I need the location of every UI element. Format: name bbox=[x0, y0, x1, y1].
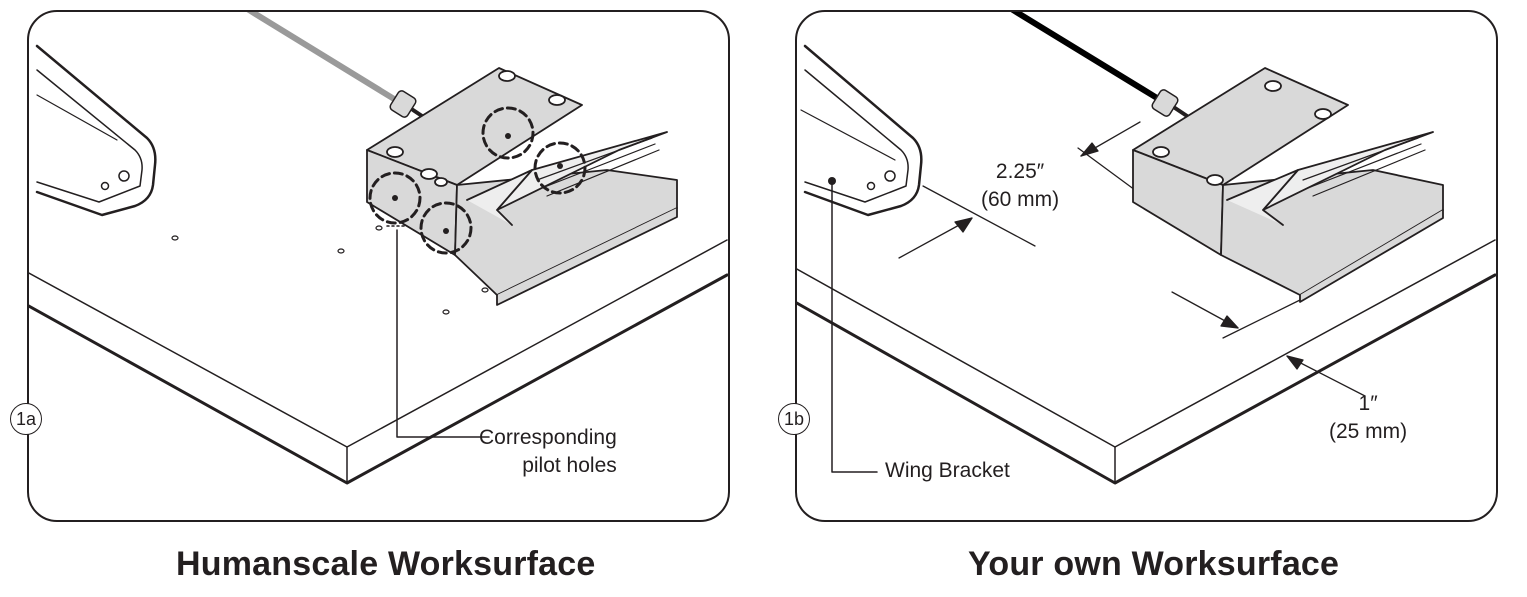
panel-own-worksurface: 1b 2.25″ (60 mm) 1″ (25 mm) Wing Bracket bbox=[778, 10, 1498, 522]
step-badge: 1b bbox=[778, 403, 810, 435]
dimension-metric: (60 mm) bbox=[981, 188, 1060, 211]
pilot-hole-markers bbox=[171, 225, 489, 315]
dimension-label-depth: 2.25″ (60 mm) bbox=[981, 158, 1059, 214]
callout-pilot-holes: Corresponding pilot holes bbox=[479, 424, 617, 480]
power-cable bbox=[1010, 10, 1189, 118]
dimension-metric: (25 mm) bbox=[1329, 420, 1408, 443]
power-cable bbox=[246, 10, 427, 120]
wing-bracket bbox=[35, 44, 157, 217]
caption-own-worksurface: Your own Worksurface bbox=[968, 545, 1340, 583]
callout-line2: pilot holes bbox=[522, 454, 617, 477]
panel-humanscale-worksurface: 1a Corresponding pilot holes bbox=[10, 10, 730, 522]
illustration-humanscale-worksurface bbox=[27, 10, 729, 485]
leader-pilot-holes bbox=[386, 225, 490, 438]
step-badge: 1a bbox=[10, 403, 42, 435]
highlight-circles bbox=[368, 106, 587, 255]
worksurface bbox=[795, 239, 1497, 485]
cable-bracket bbox=[366, 67, 678, 306]
caption-humanscale-worksurface: Humanscale Worksurface bbox=[176, 545, 596, 583]
illustration-own-worksurface bbox=[795, 10, 1497, 485]
wing-bracket bbox=[800, 44, 923, 217]
callout-line1: Corresponding bbox=[479, 426, 617, 449]
dimension-imperial: 1″ bbox=[1358, 392, 1378, 415]
hole-dots bbox=[392, 133, 563, 234]
leader-wing-bracket bbox=[828, 177, 878, 473]
cable-bracket bbox=[1132, 67, 1444, 303]
dimension-imperial: 2.25″ bbox=[995, 160, 1045, 183]
dimension-label-offset: 1″ (25 mm) bbox=[1329, 390, 1407, 446]
worksurface bbox=[27, 239, 729, 485]
callout-wing-bracket: Wing Bracket bbox=[885, 459, 1010, 482]
dimension-lines bbox=[898, 121, 1366, 397]
